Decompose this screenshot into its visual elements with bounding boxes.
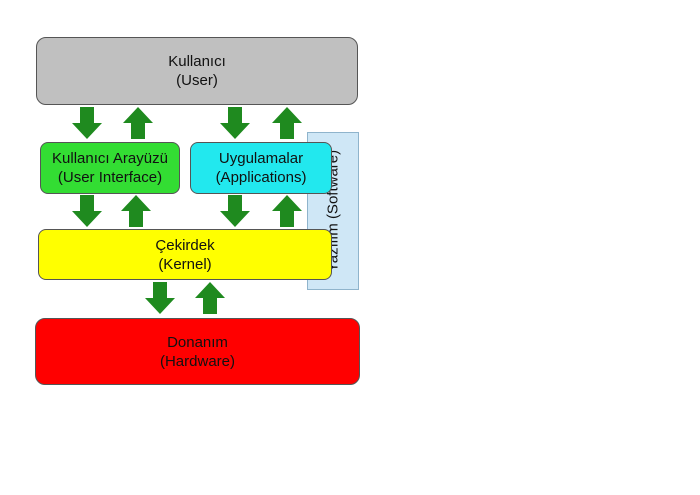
hardware-box: Donanım (Hardware)	[35, 318, 360, 385]
arrow-down-icon	[72, 195, 102, 227]
kernel-sublabel: (Kernel)	[158, 255, 212, 273]
user-interface-sublabel: (User Interface)	[57, 169, 163, 186]
arrow-down-icon	[220, 195, 250, 227]
arrow-up-icon	[195, 282, 225, 314]
applications-box: Uygulamalar (Applications)	[190, 142, 332, 194]
user-interface-label: Kullanıcı Arayüzü	[52, 150, 168, 167]
arrow-up-icon	[272, 195, 302, 227]
arrow-down-icon	[220, 107, 250, 139]
applications-sublabel: (Applications)	[215, 169, 307, 186]
user-layer-box: Kullanıcı (User)	[36, 37, 358, 105]
user-layer-sublabel: (User)	[176, 72, 218, 89]
applications-label: Uygulamalar	[218, 150, 304, 167]
arrow-up-icon	[123, 107, 153, 139]
kernel-label: Çekirdek	[155, 236, 215, 254]
arrow-down-icon	[72, 107, 102, 139]
kernel-box: Çekirdek (Kernel)	[38, 229, 332, 280]
hardware-sublabel: (Hardware)	[159, 352, 235, 370]
user-interface-box: Kullanıcı Arayüzü (User Interface)	[40, 142, 180, 194]
arrow-up-icon	[272, 107, 302, 139]
arrow-down-icon	[145, 282, 175, 314]
hardware-label: Donanım	[167, 333, 228, 351]
user-layer-label: Kullanıcı	[168, 53, 226, 70]
arrow-up-icon	[121, 195, 151, 227]
